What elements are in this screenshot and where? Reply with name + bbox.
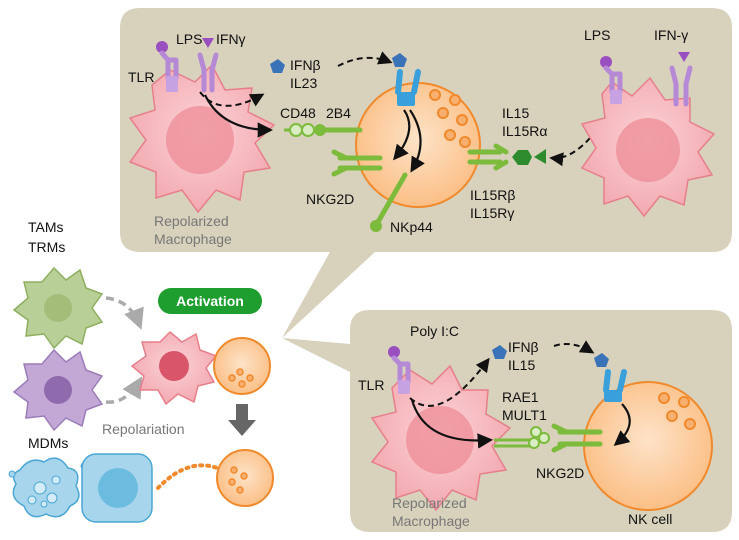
label-ifn-g: IFN-γ (654, 27, 688, 43)
label-tams: TAMs (28, 219, 64, 235)
label-mult1: MULT1 (502, 407, 547, 423)
tumor-cell-fragmented (8, 457, 88, 518)
left-panel: TAMs TRMs MDMs Repolariation (8, 219, 274, 523)
nk-cell-top (355, 69, 481, 208)
il15ra-molecule (534, 149, 546, 164)
label-mdms: MDMs (28, 435, 68, 451)
label-il15ra: IL15Rα (502, 123, 547, 139)
mdm-macrophage (12, 348, 104, 432)
label-ifnb: IFNβ (290, 57, 321, 73)
macrophage-top-right (580, 52, 716, 218)
label-ifng: IFNγ (216, 31, 246, 47)
label-il23: IL23 (290, 75, 317, 91)
down-arrow (228, 404, 256, 436)
macrophage-top-left (128, 63, 276, 214)
dotted-attack-line (156, 463, 224, 490)
label-nk-cell: NK cell (628, 511, 672, 527)
label-il15rb: IL15Rβ (470, 187, 515, 203)
label-il15: IL15 (502, 105, 529, 121)
tlr-receptor (156, 41, 179, 92)
nkg2d-top (331, 149, 383, 177)
bottom-panel: Poly I:C TLR IFNβ IL15 RAE1 MULT1 NKG2D … (282, 310, 732, 532)
dashed-arrow-secretion (199, 91, 265, 107)
rae1-nkg2d (494, 423, 603, 453)
label-polyic: Poly I:C (410, 323, 459, 339)
macrophage-nucleus (166, 106, 234, 174)
label-macrophage-2: Macrophage (392, 513, 470, 529)
nkp44 (370, 172, 408, 232)
label-cd48: CD48 (280, 105, 316, 121)
arrow-to-cd48 (204, 94, 274, 138)
label-il15-2: IL15 (508, 357, 535, 373)
ifng-receptor (197, 38, 219, 93)
label-nkp44: NKp44 (390, 219, 433, 235)
nk-cell-small (213, 337, 271, 395)
arrow-tam-to-repolarized (105, 296, 144, 330)
il15-receptor (467, 143, 509, 171)
macrophage-bottom (370, 364, 512, 512)
label-nkg2d-2: NKG2D (536, 465, 584, 481)
label-il15rg: IL15Rγ (470, 205, 514, 221)
label-repolariation: Repolariation (102, 421, 185, 437)
label-rae1: RAE1 (502, 389, 539, 405)
label-lps-2: LPS (584, 27, 610, 43)
lps-molecule (156, 41, 168, 53)
arrow-to-rae1 (410, 399, 494, 449)
tumor-cell (81, 453, 153, 523)
label-tlr-2: TLR (358, 377, 384, 393)
label-lps: LPS (176, 31, 202, 47)
dashed-arrow-secretion-2 (409, 357, 490, 407)
dashed-arrow-to-nk (337, 51, 393, 67)
tlr-receptor-bottom (388, 346, 411, 394)
label-ifnb-2: IFNβ (508, 339, 539, 355)
activation-badge (158, 288, 262, 314)
ifnb-molecule-4 (594, 353, 609, 367)
label-activation: Activation (176, 293, 244, 309)
label-repolarized-2: Repolarized (392, 495, 467, 511)
nk-cell-bottom (583, 369, 713, 511)
label-nkg2d: NKG2D (306, 191, 354, 207)
tam-macrophage (12, 266, 104, 350)
ifnb-receptor (395, 69, 421, 95)
label-macrophage: Macrophage (154, 231, 232, 247)
ifnb-molecule (270, 59, 285, 73)
il15-molecule (512, 150, 532, 165)
dashed-arrow-il15 (549, 137, 591, 167)
nk-granules (429, 89, 471, 148)
ifng-molecule (202, 38, 214, 48)
dashed-arrow-to-nk-2 (553, 340, 595, 354)
label-trms: TRMs (28, 239, 65, 255)
top-panel: LPS IFNγ TLR IFNβ IL23 CD48 2B4 NKG2D NK… (120, 8, 732, 338)
repolarized-macrophage-small (130, 330, 218, 406)
label-tlr: TLR (128, 69, 154, 85)
ifnb-molecule-2 (392, 53, 407, 67)
label-repolarized: Repolarized (154, 213, 229, 229)
label-2b4: 2B4 (326, 105, 351, 121)
ifnb-molecule-3 (492, 345, 507, 359)
nk-cell-bottom-left (216, 449, 274, 507)
cd48-2b4 (284, 123, 363, 137)
arrow-mdm-to-repolarized (105, 376, 143, 404)
polyic-molecule (388, 346, 400, 358)
